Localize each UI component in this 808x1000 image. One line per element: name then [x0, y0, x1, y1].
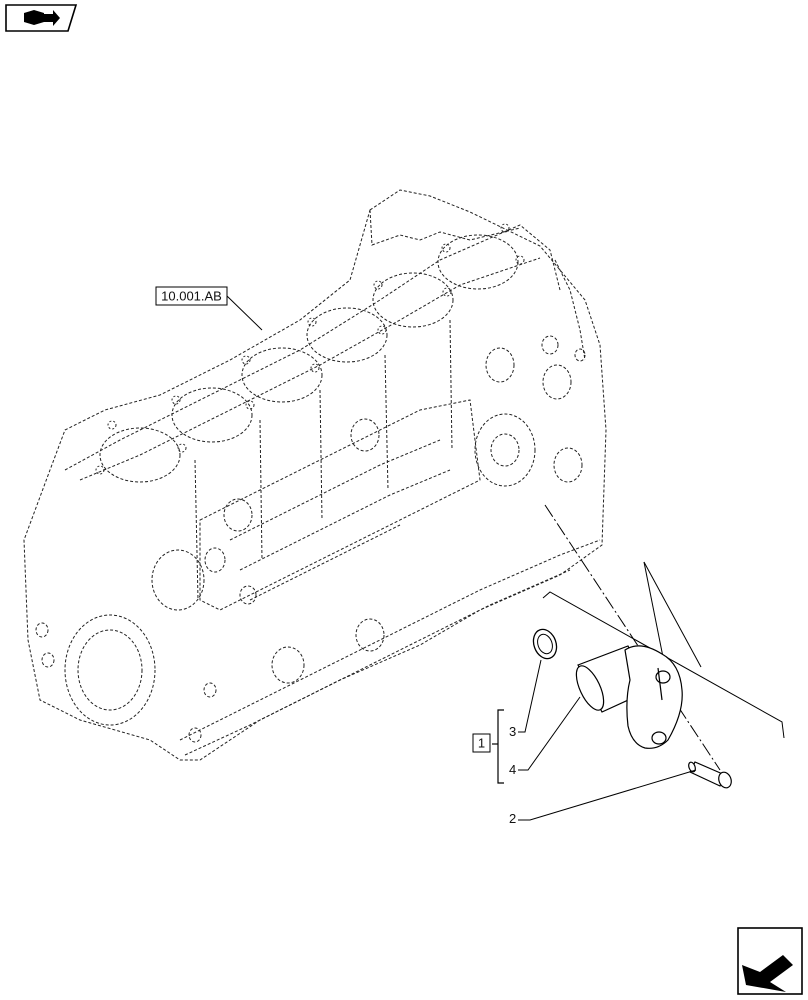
callout-pipe-leader — [518, 696, 581, 771]
reference-label[interactable]: 10.001.AB — [155, 286, 228, 306]
callout-oring[interactable]: 3 — [509, 724, 516, 739]
oring-part[interactable] — [530, 626, 561, 662]
screw-part[interactable] — [687, 761, 733, 789]
callout-screw-leader — [518, 769, 697, 821]
book-arrow-icon[interactable] — [5, 4, 78, 32]
callout-oring-leader — [518, 659, 542, 733]
group-label[interactable]: 1 — [472, 733, 491, 753]
svg-text:1: 1 — [478, 736, 485, 751]
callout-screw[interactable]: 2 — [509, 811, 516, 826]
next-page-arrow-icon[interactable] — [737, 927, 803, 995]
axis-line — [544, 504, 721, 771]
svg-text:10.001.AB: 10.001.AB — [161, 289, 222, 304]
svg-text:3: 3 — [509, 724, 516, 739]
svg-text:4: 4 — [509, 762, 516, 777]
svg-text:2: 2 — [509, 811, 516, 826]
group-bracket — [492, 709, 504, 784]
engine-block-drawing — [23, 189, 607, 761]
pipe-part[interactable] — [571, 645, 683, 749]
reference-leader-line — [226, 295, 263, 331]
callout-pipe[interactable]: 4 — [509, 762, 516, 777]
